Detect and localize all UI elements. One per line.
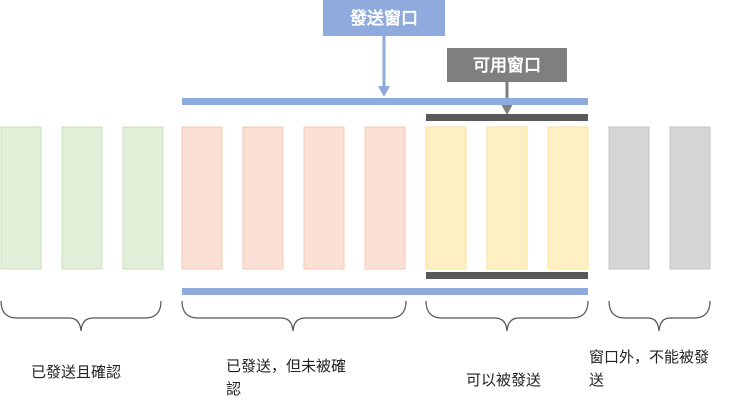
group-label-sendable: 可以被發送 [466, 371, 542, 389]
brace-acked [0, 300, 162, 332]
packet-cell-group3-2 [486, 126, 528, 270]
packet-cell-group2-4 [364, 126, 406, 270]
packet-cell-group1-2 [61, 126, 103, 270]
packet-cell-group2-3 [303, 126, 345, 270]
send-window-bottom-bar [182, 288, 588, 295]
group-label-outside-window: 窗口外，不能被發 送 [589, 348, 710, 389]
packet-cell-group3-3 [547, 126, 589, 270]
packet-cell-group4-1 [608, 126, 650, 270]
usable-window-arrow-head [501, 104, 513, 115]
brace-outside-window [608, 300, 711, 332]
brace-sent-unacked [181, 300, 407, 332]
usable-window-title-box [447, 48, 567, 82]
packet-cell-group4-2 [669, 126, 711, 270]
packet-cell-group1-1 [0, 126, 42, 270]
send-window-title: 發送窗口 [349, 8, 418, 29]
packet-cells [0, 126, 711, 270]
packet-cell-group1-3 [122, 126, 164, 270]
packet-cell-group2-1 [181, 126, 223, 270]
usable-window-title: 可用窗口 [473, 55, 541, 76]
group-label-sent-unacked: 已發送，但未被確 認 [226, 357, 347, 398]
send-window-top-bar [182, 98, 588, 105]
packet-cell-group2-2 [242, 126, 284, 270]
usable-window-bottom-bar [426, 272, 588, 279]
send-window-arrow-head [378, 86, 390, 97]
brace-sendable [425, 300, 589, 332]
group-label-acked: 已發送且確認 [31, 363, 122, 381]
usable-window-top-bar [426, 114, 588, 121]
send-window-title-box [323, 0, 445, 36]
packet-cell-group3-1 [425, 126, 467, 270]
